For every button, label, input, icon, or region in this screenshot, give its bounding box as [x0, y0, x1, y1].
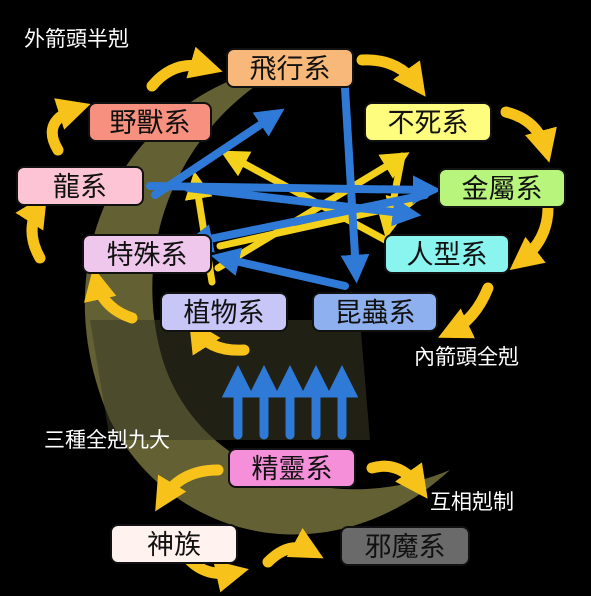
node-demon: 邪魔系	[340, 526, 470, 566]
node-spirit: 精靈系	[228, 448, 356, 488]
node-divine: 神族	[110, 524, 238, 564]
node-special: 特殊系	[82, 234, 212, 274]
blue-cross-arrows	[146, 84, 442, 290]
node-plant: 植物系	[160, 292, 288, 332]
node-humanoid: 人型系	[384, 234, 510, 274]
node-beast: 野獸系	[88, 102, 212, 142]
caption-outer-half: 外箭頭半剋	[24, 27, 129, 51]
node-metal: 金屬系	[438, 168, 566, 208]
node-insect: 昆蟲系	[312, 292, 438, 332]
node-flying: 飛行系	[226, 48, 354, 88]
caption-mutual: 互相剋制	[430, 490, 514, 514]
caption-nine-major: 三種全剋九大	[44, 428, 170, 452]
caption-inner-full: 內箭頭全剋	[414, 345, 519, 369]
node-dragon: 龍系	[16, 166, 144, 206]
spirit-up-arrows	[221, 365, 359, 440]
node-undead: 不死系	[364, 102, 492, 142]
moon-logo-smudge	[90, 320, 370, 440]
